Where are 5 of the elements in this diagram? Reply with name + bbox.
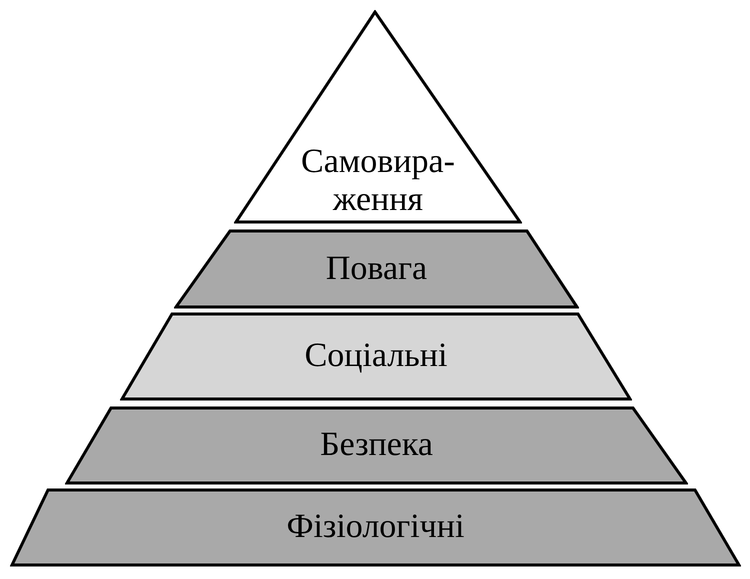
tier-label: Соціальні [304,337,448,376]
tier-label: Фізіологічні [286,508,464,547]
tier-label: Повага [326,250,428,288]
tier-label: Самовира- ження [301,142,455,220]
tier-label: Безпека [320,426,433,465]
